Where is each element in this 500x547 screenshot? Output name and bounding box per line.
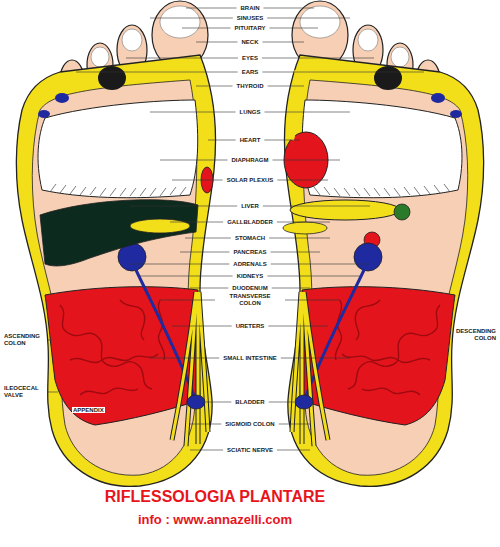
side-label: APPENDIX	[72, 407, 105, 414]
organ-label: SOLAR PLEXUS	[226, 177, 275, 184]
side-label: ILEOCECAL VALVE	[3, 385, 45, 399]
leader-line	[267, 18, 350, 19]
leader-line	[271, 264, 370, 265]
leader-line	[172, 180, 223, 181]
leader-line	[277, 450, 310, 451]
leader-line	[170, 222, 223, 223]
organ-label: BLADDER	[234, 399, 265, 406]
leader-line	[285, 300, 340, 301]
leader-line	[130, 206, 237, 207]
left-foot-organs	[40, 167, 213, 266]
leader-line	[206, 402, 231, 403]
leader-line	[172, 326, 232, 327]
organ-label: STOMACH	[234, 235, 266, 242]
leader-line	[269, 402, 294, 403]
organ-label: EARS	[241, 69, 260, 76]
leader-line	[150, 358, 219, 359]
leader-line	[264, 8, 315, 9]
leader-line	[272, 288, 310, 289]
organ-label: SINUSES	[236, 15, 264, 22]
leader-line	[126, 58, 238, 59]
leader-line	[186, 8, 237, 9]
leader-line	[150, 18, 233, 19]
leader-line	[48, 392, 58, 393]
leader-line	[160, 160, 228, 161]
organ-label: PANCREAS	[232, 249, 267, 256]
leader-line	[263, 206, 370, 207]
leader-line	[140, 276, 233, 277]
chart-title: RIFLESSOLOGIA PLANTARE	[102, 488, 328, 506]
leader-line	[277, 222, 330, 223]
leader-line	[269, 238, 330, 239]
organ-label: ADRENALS	[232, 261, 267, 268]
leader-line	[76, 72, 238, 73]
leader-line	[268, 326, 328, 327]
leader-line	[196, 86, 233, 87]
organ-label: NECK	[240, 39, 259, 46]
leader-line	[271, 252, 320, 253]
organ-label: THYROID	[236, 83, 265, 90]
leader-line	[277, 180, 328, 181]
leader-line	[190, 424, 221, 425]
leader-line	[268, 86, 305, 87]
leader-line	[264, 140, 300, 141]
organ-label: SCIATIC NERVE	[226, 447, 274, 454]
side-label: DESCENDING COLON	[455, 328, 497, 342]
organ-label: HEART	[239, 137, 262, 144]
organ-label: EYES	[241, 55, 259, 62]
organ-label: LUNGS	[239, 109, 262, 116]
leader-line	[130, 264, 229, 265]
leader-line	[279, 424, 310, 425]
leader-line	[48, 340, 52, 341]
leader-line	[180, 252, 229, 253]
organ-label: KIDNEYS	[236, 273, 265, 280]
leader-line	[190, 288, 228, 289]
organ-label: GALLBLADDER	[226, 219, 274, 226]
organ-label: TRANSVERSE COLON	[218, 293, 282, 307]
leader-line	[190, 450, 223, 451]
leader-line	[270, 28, 319, 29]
leader-line	[262, 72, 424, 73]
organ-label: SIGMOID COLON	[224, 421, 275, 428]
leader-line	[267, 276, 360, 277]
leader-line	[150, 112, 236, 113]
organ-label: PITUITARY	[234, 25, 267, 32]
organ-label: URETERS	[235, 323, 266, 330]
leader-line	[263, 42, 304, 43]
side-label: ASCENDING COLON	[3, 333, 45, 347]
leader-line	[185, 238, 231, 239]
leader-line	[262, 58, 374, 59]
organ-label: BRAIN	[240, 5, 261, 12]
leader-line	[196, 42, 237, 43]
organ-label: DUODENUM	[231, 285, 268, 292]
leader-line	[160, 300, 215, 301]
leader-line	[273, 160, 341, 161]
leader-line	[182, 28, 231, 29]
organ-label: DIAPHRAGM	[231, 157, 270, 164]
leader-line	[265, 112, 351, 113]
chart-caption: info : www.annazelli.com	[135, 512, 295, 527]
leader-line	[208, 140, 236, 141]
leader-line	[281, 358, 350, 359]
organ-label: LIVER	[240, 203, 260, 210]
right-foot-organs	[283, 70, 410, 234]
organ-label: SMALL INTESTINE	[222, 355, 278, 362]
